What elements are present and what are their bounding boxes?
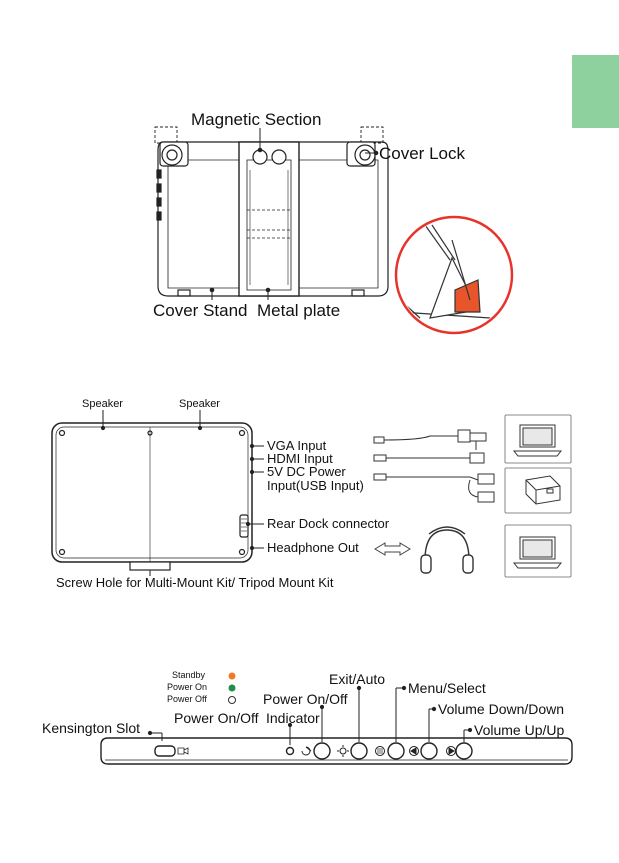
hdmi-input-label: HDMI Input: [267, 451, 333, 466]
speaker-left-label: Speaker: [82, 398, 123, 410]
power-off-state-label: Power Off: [167, 694, 207, 704]
usb-input-label: Input(USB Input): [267, 478, 364, 493]
power-indicator-label-1: Power On/Off: [174, 710, 259, 726]
usb-cable-icon: [373, 473, 495, 503]
kensington-slot-label: Kensington Slot: [42, 720, 141, 736]
side-button-icons: [301, 745, 456, 757]
volume-down-label: Volume Down/Down: [438, 701, 565, 717]
double-arrow-icon: [374, 542, 411, 556]
rear-dock-label: Rear Dock connector: [267, 516, 390, 531]
power-on-state-label: Power On: [167, 682, 208, 692]
headphone-out-label: Headphone Out: [267, 540, 359, 555]
power-indicator-label-2: Indicator: [266, 710, 320, 726]
speaker-right-label: Speaker: [179, 398, 220, 410]
rear-leaders: [100, 410, 264, 576]
standby-label: Standby: [172, 670, 206, 680]
laptop-icon-2: [512, 536, 563, 569]
cover-lock-label: Cover Lock: [379, 144, 465, 163]
power-on-led: [228, 684, 236, 692]
power-off-led: [228, 696, 236, 704]
headphones-icon: [420, 526, 474, 574]
cover-leaders: [209, 128, 379, 300]
dc-power-label: 5V DC Power: [267, 464, 346, 479]
side-drawing: [100, 737, 573, 765]
power-adapter-icon: [525, 475, 561, 505]
volume-up-label: Volume Up/Up: [474, 722, 565, 738]
rear-drawing: [51, 422, 253, 571]
cover-stand-label: Cover Stand: [153, 301, 248, 320]
laptop-icon: [512, 424, 563, 457]
side-leaders: [147, 685, 473, 745]
magnetic-section-label: Magnetic Section: [191, 110, 322, 129]
vga-input-label: VGA Input: [267, 438, 327, 453]
standby-led: [228, 672, 236, 680]
hdmi-cable-icon: [373, 452, 485, 464]
metal-plate-label: Metal plate: [257, 301, 341, 320]
exit-auto-label: Exit/Auto: [329, 671, 386, 687]
menu-select-label: Menu/Select: [408, 680, 486, 696]
power-onoff-label: Power On/Off: [263, 691, 348, 707]
chapter-tab: [572, 55, 619, 128]
stand-callout: [394, 215, 514, 335]
screw-hole-label: Screw Hole for Multi-Mount Kit/ Tripod M…: [56, 575, 334, 590]
vga-cable-icon: [373, 429, 487, 450]
cover-drawing: [154, 126, 389, 297]
